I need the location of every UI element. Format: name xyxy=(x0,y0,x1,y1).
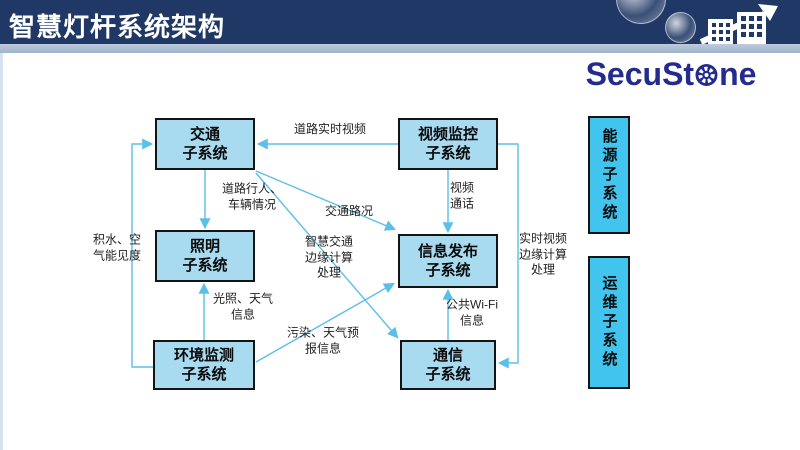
logo-text-right: ne xyxy=(719,56,757,92)
node-traffic-subsystem: 交通 子系统 xyxy=(155,118,255,170)
node-communication-subsystem: 通信 子系统 xyxy=(400,340,496,390)
edge-label-video-call: 视频 通话 xyxy=(449,180,475,210)
edge-label-light-weather-info: 光照、天气 信息 xyxy=(212,291,274,321)
buildings-growth-icon xyxy=(699,4,778,44)
node-lighting-subsystem: 照明 子系统 xyxy=(155,230,255,282)
edge-label-traffic-conditions: 交通路况 xyxy=(324,204,374,219)
edge-traffic-to-info xyxy=(255,170,397,231)
edge-label-realtime-video-edge-computing: 实时视频 边缘计算 处理 xyxy=(518,231,568,277)
edge-label-public-wifi-info: 公共Wi-Fi 信息 xyxy=(446,297,498,327)
header-stripe xyxy=(0,44,800,53)
node-energy-subsystem: 能源子系统 xyxy=(588,116,630,234)
page-title: 智慧灯杆系统架构 xyxy=(9,12,226,42)
edge-env-to-traffic-loop xyxy=(131,138,154,368)
edge-label-water-air-visibility: 积水、空 气能见度 xyxy=(92,232,142,262)
edge-traffic-to-comm xyxy=(255,172,399,339)
edge-env-to-info xyxy=(255,282,395,363)
logo-text-left: SecuSt xyxy=(585,56,695,92)
gear-o-icon xyxy=(695,64,718,86)
edge-video-to-comm-loop xyxy=(497,143,519,369)
company-logo: SecuSt ne xyxy=(566,56,776,94)
bubble-decoration xyxy=(665,12,696,43)
header-bar: 智慧灯杆系统架构 xyxy=(0,0,800,44)
node-information-release-subsystem: 信息发布 子系统 xyxy=(398,234,498,288)
edge-label-pollution-forecast-info: 污染、天气预 报信息 xyxy=(286,325,360,355)
node-operations-subsystem: 运维子系统 xyxy=(588,256,630,389)
edge-label-smart-traffic-edge-computing: 智慧交通 边缘计算 处理 xyxy=(304,234,354,280)
left-edge-strip xyxy=(0,53,3,450)
node-video-surveillance-subsystem: 视频监控 子系统 xyxy=(398,118,498,170)
edge-label-road-realtime-video: 道路实时视频 xyxy=(293,122,367,137)
edge-label-pedestrian-vehicle: 道路行人、 车辆情况 xyxy=(221,181,283,211)
node-environment-monitoring-subsystem: 环境监测 子系统 xyxy=(153,340,255,390)
